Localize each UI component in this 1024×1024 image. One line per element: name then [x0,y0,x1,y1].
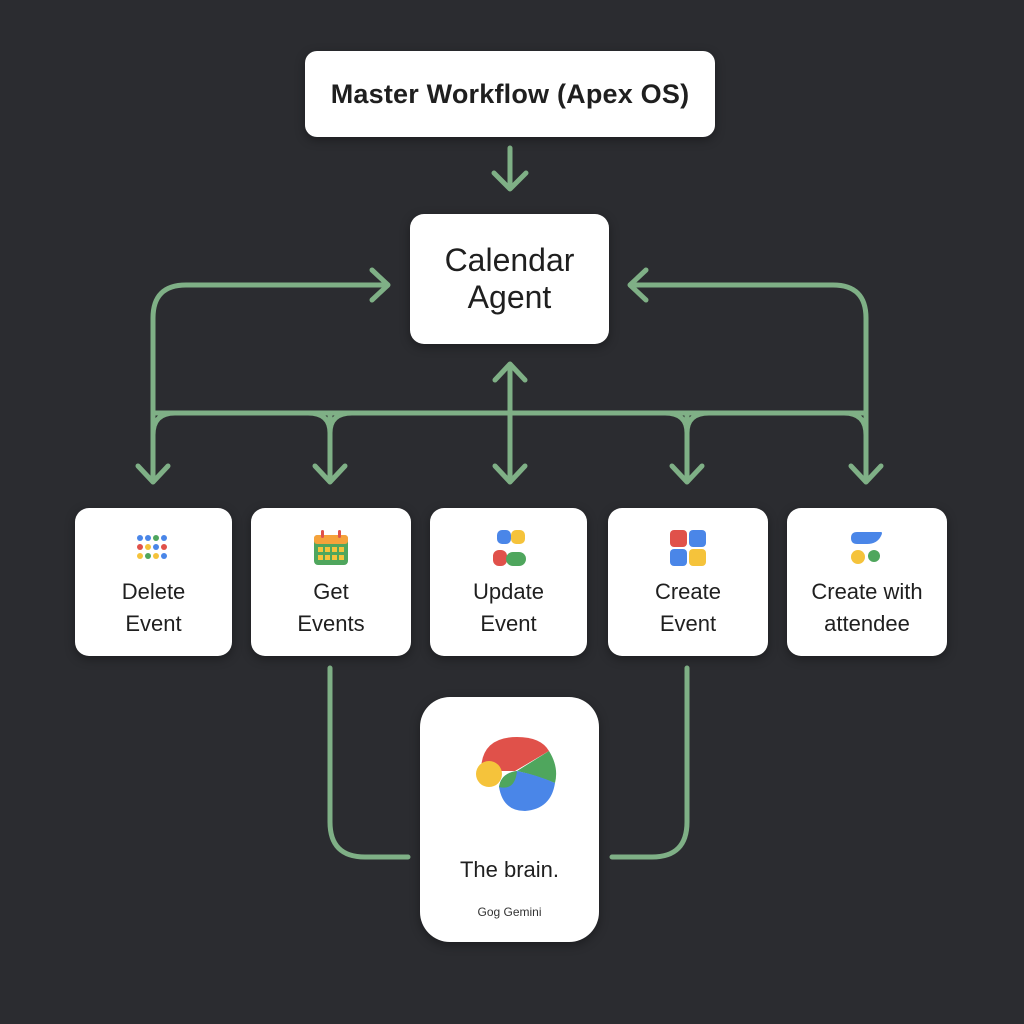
calendar-agent-title: Calendar Agent [444,242,575,315]
tool-delete-event[interactable]: Delete Event [75,508,232,656]
arrowhead-right-return [627,267,649,303]
tool-create-event[interactable]: Create Event [608,508,768,656]
shapes-icon [492,530,526,566]
arrowhead-create-attendee [848,463,884,485]
drop-get-events [305,410,355,483]
arrowhead-center-up [492,361,528,383]
tool-label: Create Event [654,579,722,636]
line-create-event-to-brain [609,665,690,860]
tool-label: Create with attendee [811,579,923,636]
attendee-shapes-icon [851,532,882,564]
arrow-right-return [629,282,869,481]
brain-title: The brain. [459,857,560,882]
master-workflow-node[interactable]: Master Workflow (Apex OS) [305,51,715,137]
line-get-events-to-brain [327,665,411,860]
arrowhead-get-events [312,463,348,485]
bus-inner-left [150,410,178,438]
master-workflow-title: Master Workflow (Apex OS) [330,78,690,109]
drop-create-event [662,410,712,483]
tool-label: Delete Event [121,579,186,636]
gemini-logo-icon [475,737,556,811]
tool-update-event[interactable]: Update Event [430,508,587,656]
tool-create-with-attendee[interactable]: Create with attendee [787,508,947,656]
tool-get-events[interactable]: Get Events [251,508,411,656]
squares-grid-icon [670,530,706,566]
arrowhead-delete-event [135,463,171,485]
tool-label: Update Event [473,579,544,636]
dot-grid-icon [136,535,167,559]
brain-node[interactable]: The brain. Gog Gemini [420,697,599,942]
brain-subtitle: Gog Gemini [477,905,542,919]
arrowhead-create-event [669,463,705,485]
arrowhead-master-to-agent [491,170,529,192]
bus-inner-right [841,410,869,438]
calendar-agent-node[interactable]: Calendar Agent [410,214,609,344]
calendar-icon [314,530,348,565]
arrowhead-left-return [369,267,391,303]
tool-label: Get Events [297,579,365,636]
arrow-left-return [150,282,389,481]
arrowhead-center-down [492,463,528,485]
